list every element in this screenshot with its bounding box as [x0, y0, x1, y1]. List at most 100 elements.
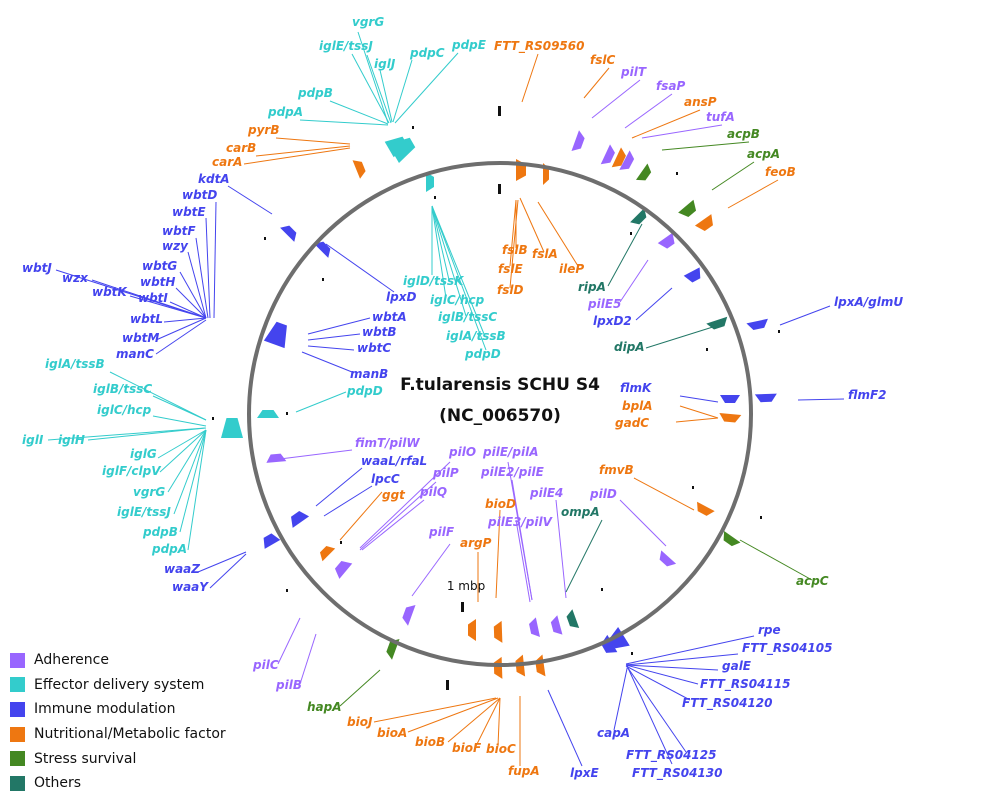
gene-mark — [719, 413, 742, 423]
connector-line — [275, 137, 351, 145]
gene-mark — [493, 656, 503, 679]
gene-mark — [535, 654, 546, 677]
connector-line — [679, 405, 719, 419]
connector-line — [509, 199, 517, 267]
gene-label: wbtL — [130, 312, 163, 326]
orientation-tick — [692, 486, 694, 489]
legend-label-immune-modulation: Immune modulation — [34, 701, 176, 718]
scale-tick — [461, 602, 464, 612]
connector-line — [411, 543, 451, 597]
gene-label: wbtD — [182, 188, 217, 202]
gene-label: pilQ — [419, 485, 447, 499]
connector-line — [129, 295, 207, 319]
orientation-tick — [706, 348, 708, 351]
gene-label: iglD/tssK — [403, 274, 465, 288]
legend-label-nutritional-metabolic-factor: Nutritional/Metabolic factor — [34, 726, 226, 743]
connector-line — [675, 417, 719, 423]
connector-line — [431, 205, 467, 317]
connector-line — [679, 395, 719, 403]
connector-line — [169, 301, 207, 319]
gene-label: pilB — [275, 678, 302, 692]
connector-line — [175, 287, 207, 319]
gene-label: pdpA — [151, 542, 187, 556]
connector-line — [509, 199, 519, 289]
gene-label: wzx — [62, 271, 89, 285]
connector-line — [475, 697, 501, 747]
gene-label: iglC/hcp — [430, 293, 485, 307]
gene-mark — [601, 634, 618, 653]
connector-line — [779, 305, 831, 326]
gene-label: galE — [722, 659, 752, 673]
connector-line — [357, 31, 389, 124]
gene-label: fimT/pilW — [355, 436, 420, 450]
connector-line — [619, 499, 667, 547]
orientation-tick — [434, 196, 436, 199]
gene-label: iglB/tssC — [438, 310, 497, 324]
gene-label: bioA — [377, 726, 407, 740]
connector-line — [565, 519, 603, 593]
gene-mark — [754, 393, 777, 403]
gene-label: FTT_RS09560 — [494, 39, 584, 54]
connector-line — [152, 415, 207, 427]
gene-label: manB — [350, 367, 388, 381]
gene-mark — [611, 147, 626, 168]
gene-label: iglF/clpV — [102, 464, 162, 478]
gene-label: fslE — [498, 262, 523, 276]
gene-label: lpxA/glmU — [834, 295, 903, 309]
gene-mark — [619, 150, 635, 170]
connector-line — [515, 519, 531, 603]
connector-line — [227, 185, 273, 215]
legend-label-others: Others — [34, 775, 82, 792]
connector-line — [625, 664, 699, 685]
gene-mark — [263, 321, 287, 349]
gene-label: FTT_RS04115 — [700, 677, 790, 692]
gene-label: iglJ — [374, 57, 396, 71]
connector-line — [197, 551, 247, 573]
gene-label: tufA — [706, 110, 735, 124]
gene-label: iglI — [22, 433, 44, 447]
connector-line — [179, 271, 207, 319]
gene-label: iglE/tssJ — [319, 39, 373, 53]
orientation-tick — [498, 184, 501, 194]
connector-line — [797, 398, 845, 401]
gene-label: wbtK — [92, 285, 128, 299]
connector-line — [627, 667, 687, 753]
connector-line — [625, 635, 755, 665]
connector-line — [431, 205, 450, 281]
gene-label: waaZ — [164, 562, 200, 576]
gene-mark — [426, 172, 434, 192]
gene-label: waaY — [172, 580, 209, 594]
connector-line — [47, 427, 206, 441]
connector-line — [607, 223, 643, 287]
gene-mark — [683, 267, 701, 283]
gene-label: fmvB — [599, 463, 634, 477]
connector-line — [157, 429, 207, 459]
connector-line — [625, 665, 691, 701]
connector-line — [243, 147, 351, 165]
gene-label: lpxD2 — [593, 314, 632, 328]
connector-line — [627, 667, 673, 765]
gene-label: manC — [116, 347, 154, 361]
connector-lines — [47, 31, 845, 767]
gene-label: pilE3/pilV — [487, 515, 554, 529]
connector-line — [271, 449, 353, 461]
orientation-ticks — [212, 106, 780, 690]
gene-label: pilC — [252, 658, 279, 672]
connector-line — [547, 689, 583, 767]
gene-label: hapA — [307, 700, 342, 714]
legend-item-effector-delivery-system: Effector delivery system — [10, 673, 310, 698]
gene-mark — [384, 136, 408, 158]
gene-label: pilT — [620, 65, 647, 79]
connector-line — [301, 351, 353, 373]
gene-label: lpxE — [570, 766, 599, 780]
gene-mark — [571, 130, 585, 151]
gene-label: ansP — [684, 95, 717, 109]
gene-label: wbtB — [362, 325, 397, 339]
gene-label: wbtF — [162, 224, 196, 238]
connector-line — [394, 52, 459, 124]
legend-swatch-adherence — [10, 652, 25, 668]
gene-label: fslB — [502, 243, 528, 257]
connector-line — [555, 499, 567, 599]
orientation-tick — [286, 589, 288, 592]
connector-line — [583, 67, 610, 99]
